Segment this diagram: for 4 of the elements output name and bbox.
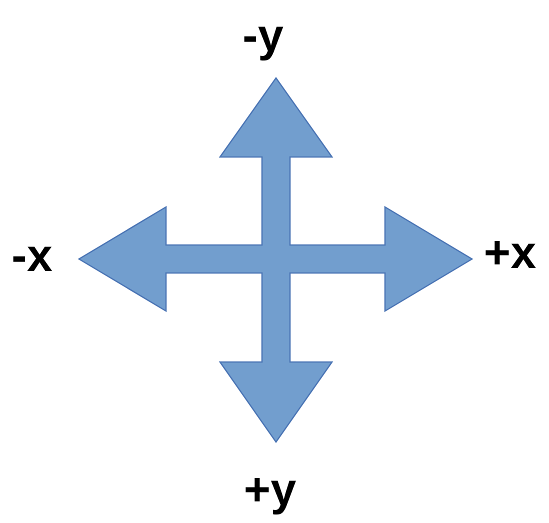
axis-label: +x [484,229,536,276]
axis-label: +y [244,466,296,512]
axis-label: -x [12,232,52,278]
axis-label: -y [242,12,284,58]
